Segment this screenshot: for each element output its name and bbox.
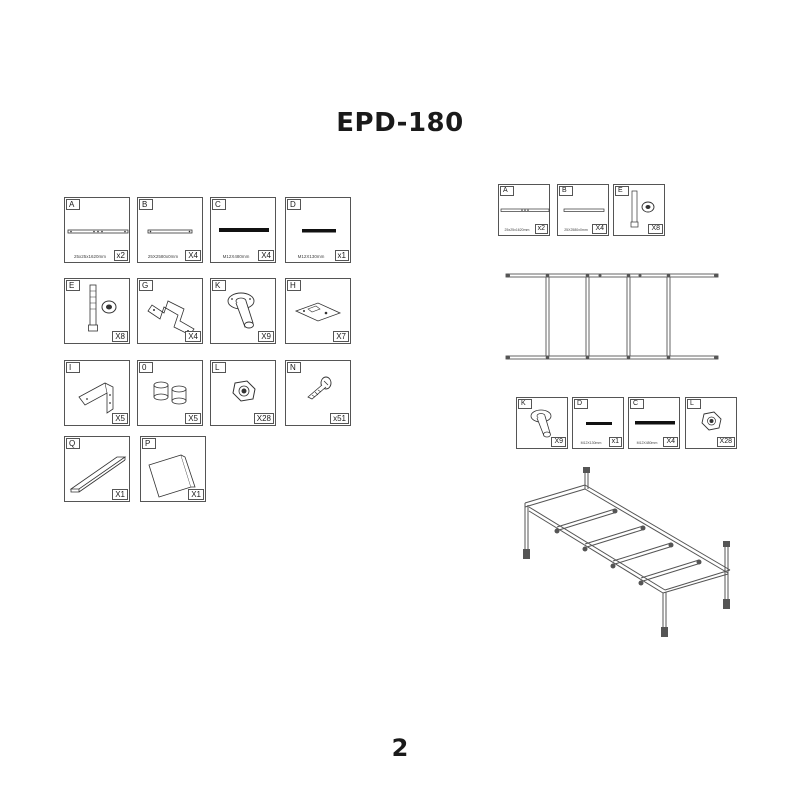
part-letter: K — [212, 280, 226, 291]
long-rod-icon — [500, 208, 550, 212]
part-quantity: x51 — [330, 413, 349, 424]
step1-part-b: B 25X2580x0mm X4 — [557, 184, 609, 236]
step2-part-d: D M12X130mm x1 — [572, 397, 624, 449]
part-quantity: X4 — [592, 224, 607, 234]
part-quantity: X7 — [333, 331, 349, 342]
part-letter: C — [630, 399, 644, 409]
hex-nut-icon — [232, 380, 256, 402]
part-quantity: X9 — [258, 331, 274, 342]
angle-bracket-icon — [78, 382, 114, 414]
part-quantity: X8 — [648, 224, 663, 234]
part-dimension: 25x25x1620mm — [73, 254, 107, 259]
part-letter: K — [518, 399, 532, 409]
part-card-b: B 25X2580x0mm X4 — [137, 197, 203, 263]
rod-icon — [147, 229, 193, 234]
part-letter: C — [212, 199, 226, 210]
bracket-icon — [147, 300, 195, 336]
part-dimension: 25X2580x0mm — [564, 228, 588, 232]
part-letter: G — [139, 280, 153, 291]
part-quantity: x1 — [608, 437, 622, 447]
part-card-l: L X28 — [210, 360, 276, 426]
part-letter: D — [287, 199, 301, 210]
part-dimension: M12X480mm — [636, 441, 658, 445]
part-letter: A — [66, 199, 80, 210]
step2-part-c: C M12X480mm X4 — [628, 397, 680, 449]
part-quantity: X4 — [663, 437, 678, 447]
screw-icon — [307, 376, 332, 400]
part-card-i: I X5 — [64, 360, 130, 426]
rings-icon — [153, 381, 187, 405]
part-quantity: X4 — [258, 250, 274, 261]
part-dimension: M12X480mm — [222, 254, 250, 259]
part-card-o: 0 X5 — [137, 360, 203, 426]
short-bar-icon — [302, 229, 336, 233]
page-number: 2 — [391, 734, 409, 762]
part-quantity: X28 — [716, 437, 735, 447]
bolt-nut-icon — [630, 190, 655, 228]
part-card-d: D M12X130mm x1 — [285, 197, 351, 263]
step2-part-l: L X28 — [685, 397, 737, 449]
flange-tube-icon — [227, 292, 255, 329]
part-letter: B — [139, 199, 153, 210]
part-quantity: X4 — [185, 331, 201, 342]
part-quantity: x1 — [334, 250, 349, 261]
part-quantity: x2 — [113, 250, 128, 261]
part-quantity: x2 — [534, 224, 548, 234]
part-letter: A — [500, 186, 514, 196]
part-quantity: X5 — [185, 413, 201, 424]
thick-bar-icon — [635, 421, 675, 425]
step1-part-e: E X8 — [613, 184, 665, 236]
part-card-p: P X1 — [140, 436, 206, 502]
part-letter: I — [66, 362, 80, 373]
part-card-a: A 25x25x1620mm x2 — [64, 197, 130, 263]
part-card-q: Q X1 — [64, 436, 130, 502]
thick-bar-icon — [219, 228, 269, 232]
part-letter: B — [559, 186, 573, 196]
part-letter: E — [615, 186, 629, 196]
panel-icon — [148, 454, 196, 498]
part-quantity: X9 — [551, 437, 566, 447]
short-bar-icon — [586, 422, 612, 425]
part-quantity: X28 — [253, 413, 274, 424]
plate-icon — [294, 302, 342, 322]
part-letter: 0 — [139, 362, 153, 373]
page-title: EPD-180 — [336, 108, 464, 138]
part-quantity: X1 — [112, 489, 128, 500]
part-quantity: X8 — [112, 331, 128, 342]
part-letter: L — [212, 362, 226, 373]
ladder-frame-diagram — [505, 273, 719, 360]
part-letter: Q — [66, 438, 80, 449]
part-dimension: M12X130mm — [580, 441, 602, 445]
part-quantity: X1 — [188, 489, 204, 500]
part-letter: H — [287, 280, 301, 291]
part-dimension: M12X130mm — [297, 254, 325, 259]
part-card-c: C M12X480mm X4 — [210, 197, 276, 263]
bolt-nut-icon — [88, 284, 117, 332]
step2-part-k: K X9 — [516, 397, 568, 449]
part-card-e: E X8 — [64, 278, 130, 344]
part-card-k: K X9 — [210, 278, 276, 344]
part-letter: E — [66, 280, 80, 291]
assembled-frame-diagram — [523, 467, 731, 637]
hex-nut-icon — [701, 411, 722, 431]
part-letter: P — [142, 438, 156, 449]
part-card-n: N x51 — [285, 360, 351, 426]
long-rod-icon — [67, 229, 129, 234]
tray-icon — [69, 456, 127, 493]
part-letter: L — [687, 399, 701, 409]
part-quantity: X5 — [112, 413, 128, 424]
rod-icon — [563, 208, 605, 212]
flange-tube-icon — [530, 409, 552, 438]
part-card-h: H X7 — [285, 278, 351, 344]
part-letter: N — [287, 362, 301, 373]
step1-part-a: A 25x25x1620mm x2 — [498, 184, 550, 236]
part-dimension: 25x25x1620mm — [504, 228, 530, 232]
part-card-g: G X4 — [137, 278, 203, 344]
part-letter: D — [574, 399, 588, 409]
part-quantity: X4 — [185, 250, 201, 261]
part-dimension: 25X2580x0mm — [147, 254, 179, 259]
